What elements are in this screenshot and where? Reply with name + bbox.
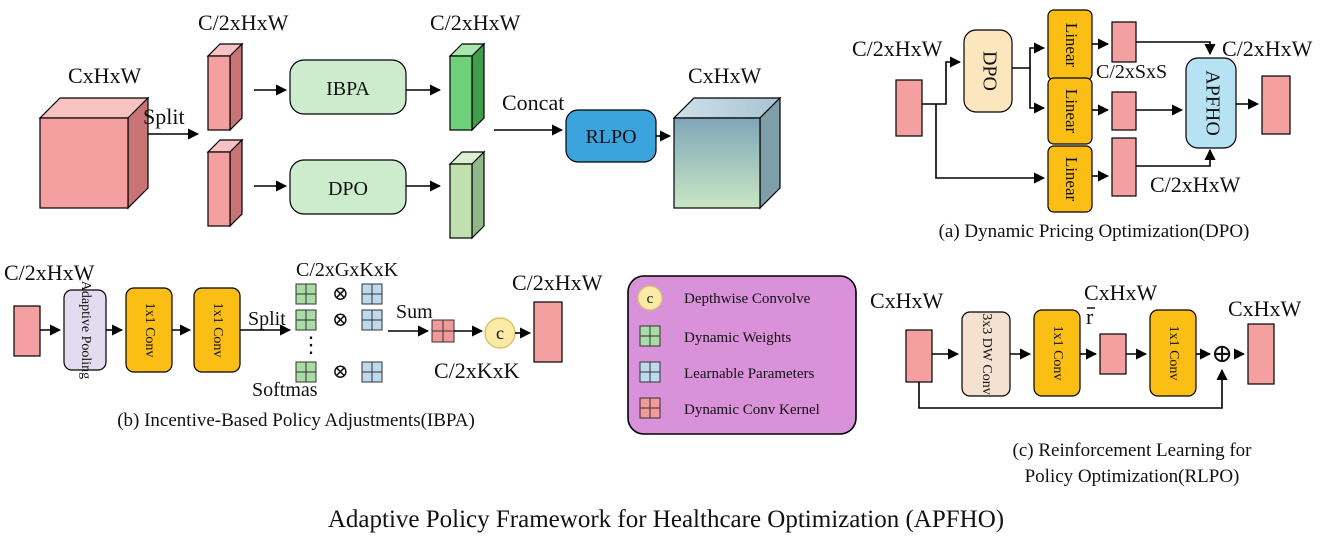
adaptive-pooling-label: Adaptive Pooling — [78, 281, 93, 379]
rlpo-panel: CxHxW 3x3 DW Conv 1x1 Conv CxHxW r 1x1 C… — [870, 280, 1302, 487]
concat-label: Concat — [502, 90, 564, 115]
ibpa-gk-label: C/2xGxKxK — [296, 259, 399, 281]
lower-slab-out — [448, 150, 486, 240]
rlpo-input-label: CxHxW — [870, 288, 944, 313]
oplus-icon: ⊕ — [1211, 339, 1233, 368]
dpo-feature-2 — [1111, 91, 1137, 131]
input-cube-label: CxHxW — [68, 63, 142, 88]
ibpa-panel: C/2xHxW Adaptive Pooling 1x1 Conv 1x1 Co… — [4, 259, 603, 431]
dpo-feature-3 — [1111, 137, 1137, 197]
linear-block-1-label: Linear — [1062, 23, 1081, 68]
rlpo-conv2-block[interactable] — [1149, 309, 1197, 397]
legend-dynamic-weights-icon — [639, 325, 661, 347]
upper-in-label: C/2xHxW — [198, 10, 289, 35]
ibpa-dots: ⋮ — [300, 332, 322, 357]
ibpa-out-label: C/2xHxW — [512, 270, 603, 295]
r-bar-label: r — [1086, 304, 1094, 329]
rlpo-caption-line1: (c) Reinforcement Learning for — [1013, 440, 1253, 461]
dwconv-block-label: 3x3 DW Conv — [979, 313, 994, 394]
rlpo-mid-label: CxHxW — [1084, 280, 1158, 305]
legend-box — [627, 275, 857, 435]
legend: c Depthwise Convolve Dynamic Weights Lea… — [627, 275, 857, 435]
dpo-block-main[interactable] — [289, 159, 407, 215]
dpo-input-box — [895, 79, 923, 137]
ibpa-block[interactable] — [289, 59, 407, 115]
apfho-block[interactable] — [1185, 57, 1237, 149]
dpo-inner-block[interactable] — [963, 29, 1013, 113]
dpo-caption: (a) Dynamic Pricing Optimization(DPO) — [939, 221, 1250, 242]
legend-item-dynamic-kernel: Dynamic Conv Kernel — [684, 402, 820, 418]
rlpo-conv1-block[interactable] — [1033, 309, 1081, 397]
learnable-param-grid-1 — [361, 283, 383, 305]
rlpo-output-box — [1247, 323, 1275, 385]
legend-learnable-params-icon — [639, 361, 661, 383]
linear-block-2-label: Linear — [1062, 89, 1081, 134]
rlpo-conv2-label: 1x1 Conv — [1166, 326, 1181, 381]
dynamic-weight-grid-1 — [295, 283, 317, 305]
rlpo-conv1-label: 1x1 Conv — [1050, 326, 1065, 381]
ibpa-block-label: IBPA — [326, 78, 370, 100]
otimes-icon-3: ⊗ — [332, 361, 349, 383]
dpo-panel: C/2xHxW DPO Linear Linear Linear C/2xSxS… — [852, 9, 1313, 242]
c-symbol: c — [496, 323, 504, 343]
rlpo-caption-line2: Policy Optimization(RLPO) — [1025, 466, 1240, 487]
legend-c-symbol: c — [647, 291, 654, 307]
ibpa-input-box — [13, 305, 41, 357]
linear-block-3[interactable] — [1047, 145, 1093, 213]
rlpo-block-main-label: RLPO — [585, 126, 636, 148]
upper-slab-out — [448, 42, 486, 132]
dpo-out-label: C/2xHxW — [1222, 36, 1313, 61]
legend-item-dynamic-weights: Dynamic Weights — [684, 330, 791, 346]
ibpa-softmax-label: Softmas — [252, 379, 318, 401]
ibpa-conv2-label: 1x1 Conv — [210, 303, 225, 358]
ibpa-split-label: Split — [248, 308, 286, 330]
dpo-input-label: C/2xHxW — [852, 36, 943, 61]
dynamic-weight-grid-2 — [295, 309, 317, 331]
legend-dynamic-kernel-icon — [639, 397, 661, 419]
dynamic-weight-grid-3 — [295, 361, 317, 383]
ibpa-input-label: C/2xHxW — [4, 260, 95, 285]
apfho-block-label: APFHO — [1201, 70, 1223, 136]
upper-slab-in — [206, 42, 244, 132]
legend-item-learnable-params: Learnable Parameters — [684, 366, 815, 382]
output-cube-label: CxHxW — [688, 63, 762, 88]
linear-block-3-label: Linear — [1062, 157, 1081, 202]
otimes-icon-1: ⊗ — [332, 283, 349, 305]
upper-out-label: C/2xHxW — [430, 10, 521, 35]
rlpo-out-label: CxHxW — [1228, 296, 1302, 321]
split-label: Split — [143, 104, 185, 129]
learnable-param-grid-2 — [361, 309, 383, 331]
ibpa-sum-label: Sum — [396, 301, 433, 323]
ibpa-output-box — [533, 301, 563, 363]
rlpo-mid-box — [1099, 333, 1127, 375]
legend-depthwise-icon — [637, 285, 663, 311]
input-cube — [38, 96, 150, 210]
dpo-output-box — [1261, 75, 1291, 135]
legend-item-depthwise: Depthwise Convolve — [684, 291, 811, 307]
dpo-block-main-label: DPO — [328, 178, 368, 200]
output-cube — [672, 96, 782, 210]
dpo-bottom-label: C/2xHxW — [1150, 172, 1241, 197]
ibpa-kk-label: C/2xKxK — [434, 358, 520, 383]
learnable-param-grid-3 — [361, 361, 383, 383]
dynamic-conv-kernel-grid — [431, 319, 455, 343]
rlpo-input-box — [905, 329, 933, 383]
dpo-mid-label: C/2xSxS — [1096, 61, 1167, 83]
lower-slab-in — [206, 138, 244, 228]
dpo-feature-1 — [1111, 21, 1137, 63]
ibpa-conv1-label: 1x1 Conv — [142, 303, 157, 358]
dpo-inner-block-label: DPO — [978, 51, 1000, 91]
main-flow: CxHxW Split C/2xHxW IBPA C/2xHxW DPO — [38, 10, 782, 240]
otimes-icon-2: ⊗ — [332, 309, 349, 331]
ibpa-caption: (b) Incentive-Based Policy Adjustments(I… — [117, 410, 475, 431]
diagram-title: Adaptive Policy Framework for Healthcare… — [328, 506, 1004, 533]
linear-block-2[interactable] — [1047, 77, 1093, 145]
